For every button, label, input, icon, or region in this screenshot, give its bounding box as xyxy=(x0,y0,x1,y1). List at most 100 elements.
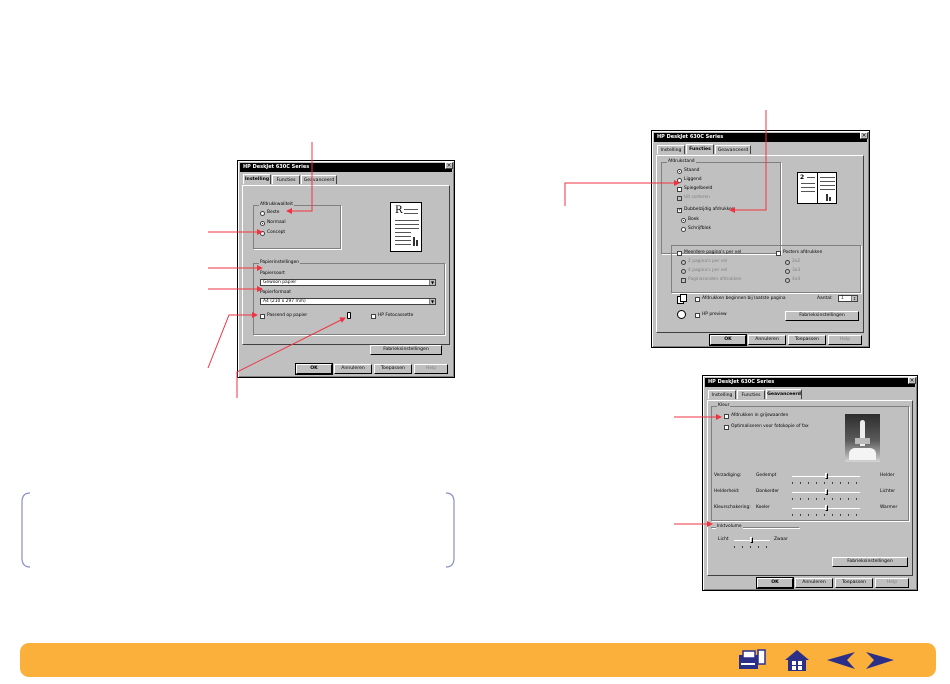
advanced-dialog: HP DeskJet 630C Series × Instelling Func… xyxy=(702,375,918,591)
duplex-label: Dubbelzijdig afdrukken xyxy=(684,207,735,212)
paper-settings-group: Papierinstellingen xyxy=(253,260,445,335)
apply-button[interactable]: Toepassen xyxy=(788,335,826,345)
tab-functies[interactable]: Functies xyxy=(737,390,765,399)
ok-button[interactable]: OK xyxy=(709,334,747,346)
paper-type-select[interactable]: Gewoon papier ▼ xyxy=(260,279,436,286)
ink-group xyxy=(711,527,799,528)
reverse-order-label: Afdrukken beginnen bij laatste pagina xyxy=(702,296,786,301)
advanced-panel: Kleur Afdrukken in grijswaarden Optimali… xyxy=(707,400,913,576)
quality-normal-radio[interactable] xyxy=(260,221,265,226)
cancel-button[interactable]: Annuleren xyxy=(748,335,786,345)
tone-slider[interactable] xyxy=(825,505,828,511)
hp-preview-label: HP preview xyxy=(702,312,727,317)
tone-right-label: Warmer xyxy=(880,505,898,510)
duplex-checkbox[interactable] xyxy=(677,207,682,213)
magnifier-icon xyxy=(677,310,686,319)
sort-label: Uit sorteren xyxy=(684,195,710,200)
tab-instelling[interactable]: Instelling xyxy=(708,390,736,399)
brightness-slider[interactable] xyxy=(825,489,828,495)
copies-input[interactable]: 1 ↕ xyxy=(838,295,858,302)
four-per-sheet-radio[interactable] xyxy=(681,269,686,274)
two-per-sheet-radio[interactable] xyxy=(681,260,686,265)
shuttle-photo-icon xyxy=(845,414,880,462)
close-icon[interactable]: × xyxy=(860,132,868,139)
poster-checkbox[interactable] xyxy=(776,251,781,256)
cancel-button[interactable]: Annuleren xyxy=(334,364,372,374)
page-order-icon xyxy=(677,294,688,304)
ink-right-label: Zwaar xyxy=(774,537,788,542)
ink-title: Inktvolume xyxy=(716,524,743,530)
chevron-down-icon[interactable]: ▼ xyxy=(429,280,435,285)
chevron-down-icon[interactable]: ▼ xyxy=(429,299,435,304)
paper-size-select[interactable]: A4 (210 x 297 mm) ▼ xyxy=(260,298,436,305)
close-icon[interactable]: × xyxy=(908,377,916,384)
saturation-ticks xyxy=(792,482,860,484)
poster-4x4-label: 4x4 xyxy=(792,277,801,282)
brightness-right-label: Lichter xyxy=(880,489,896,494)
features-dialog-title: HP DeskJet 630C Series xyxy=(654,133,867,142)
tablet-radio[interactable] xyxy=(681,227,686,232)
landscape-radio[interactable] xyxy=(677,178,682,183)
tab-functies[interactable]: Functies xyxy=(686,144,714,154)
book-radio[interactable] xyxy=(681,218,686,223)
photo-cassette-checkbox[interactable] xyxy=(371,314,376,319)
fit-to-page-checkbox[interactable] xyxy=(260,314,265,319)
mirror-image-checkbox[interactable] xyxy=(677,187,682,192)
features-panel: Afdrukstand Staand Liggend Spiegelbeeld … xyxy=(656,155,864,333)
photo-cassette-label: HP Fotocassette xyxy=(378,313,414,318)
setup-dialog-title: HP DeskJet 630C Series xyxy=(240,163,452,172)
quality-draft-radio[interactable] xyxy=(260,231,265,236)
printer-icon[interactable] xyxy=(736,648,768,673)
saturation-left-label: Gedempt xyxy=(756,473,777,478)
cancel-button[interactable]: Annuleren xyxy=(795,578,833,588)
defaults-button[interactable]: Fabrieksinstellingen xyxy=(785,311,859,321)
page-borders-label: Paginaranden afdrukken xyxy=(688,277,742,282)
defaults-button[interactable]: Fabrieksinstellingen xyxy=(370,345,442,355)
pages-per-sheet-checkbox[interactable] xyxy=(677,251,682,256)
defaults-button[interactable]: Fabrieksinstellingen xyxy=(832,557,908,567)
tab-geavanceerd[interactable]: Geavanceerd xyxy=(301,175,337,184)
close-icon[interactable]: × xyxy=(445,162,453,169)
paper-settings-title: Papierinstellingen xyxy=(259,260,301,266)
apply-button[interactable]: Toepassen xyxy=(374,364,412,374)
home-icon[interactable] xyxy=(781,648,813,673)
landscape-label: Liggend xyxy=(684,177,702,182)
poster-3x3-radio[interactable] xyxy=(785,269,790,274)
help-button[interactable]: Help xyxy=(414,364,448,374)
tab-instelling[interactable]: Instelling xyxy=(243,174,271,184)
tab-instelling[interactable]: Instelling xyxy=(657,145,685,154)
print-quality-title: Afdrukkwaliteit xyxy=(259,202,294,208)
previous-page-icon[interactable] xyxy=(825,648,857,673)
next-page-icon[interactable] xyxy=(864,648,896,673)
help-button[interactable]: Help xyxy=(875,578,909,588)
grayscale-checkbox[interactable] xyxy=(724,414,729,419)
quality-normal-label: Normaal xyxy=(267,220,286,225)
page-borders-checkbox[interactable] xyxy=(681,278,686,283)
apply-button[interactable]: Toepassen xyxy=(835,578,873,588)
reverse-order-checkbox[interactable] xyxy=(695,297,700,302)
brightness-left-label: Donkerder xyxy=(756,489,779,494)
ok-button[interactable]: OK xyxy=(756,577,794,589)
paper-size-label: Papierformaat xyxy=(260,290,291,295)
ink-ticks xyxy=(734,546,770,548)
tab-geavanceerd[interactable]: Geavanceerd xyxy=(715,145,751,154)
book-label: Boek xyxy=(688,217,699,222)
hp-preview-checkbox[interactable] xyxy=(695,313,700,318)
ok-button[interactable]: OK xyxy=(295,363,333,375)
poster-2x2-radio[interactable] xyxy=(785,260,790,265)
optimize-checkbox[interactable] xyxy=(724,425,729,430)
poster-4x4-radio[interactable] xyxy=(785,278,790,283)
spin-arrows-icon[interactable]: ↕ xyxy=(851,296,857,301)
layout-group xyxy=(671,245,861,293)
quality-best-radio[interactable] xyxy=(260,211,265,216)
color-group: Kleur xyxy=(711,403,909,521)
help-button[interactable]: Help xyxy=(828,335,862,345)
advanced-dialog-title: HP DeskJet 630C Series xyxy=(705,378,915,387)
paper-type-label: Papiersoort xyxy=(260,271,285,276)
tab-geavanceerd[interactable]: Geavanceerd xyxy=(766,389,802,399)
saturation-slider[interactable] xyxy=(825,473,828,479)
sort-checkbox[interactable] xyxy=(677,196,682,201)
portrait-radio[interactable] xyxy=(677,169,682,174)
tab-functies[interactable]: Functies xyxy=(272,175,300,184)
ink-slider[interactable] xyxy=(750,537,753,543)
